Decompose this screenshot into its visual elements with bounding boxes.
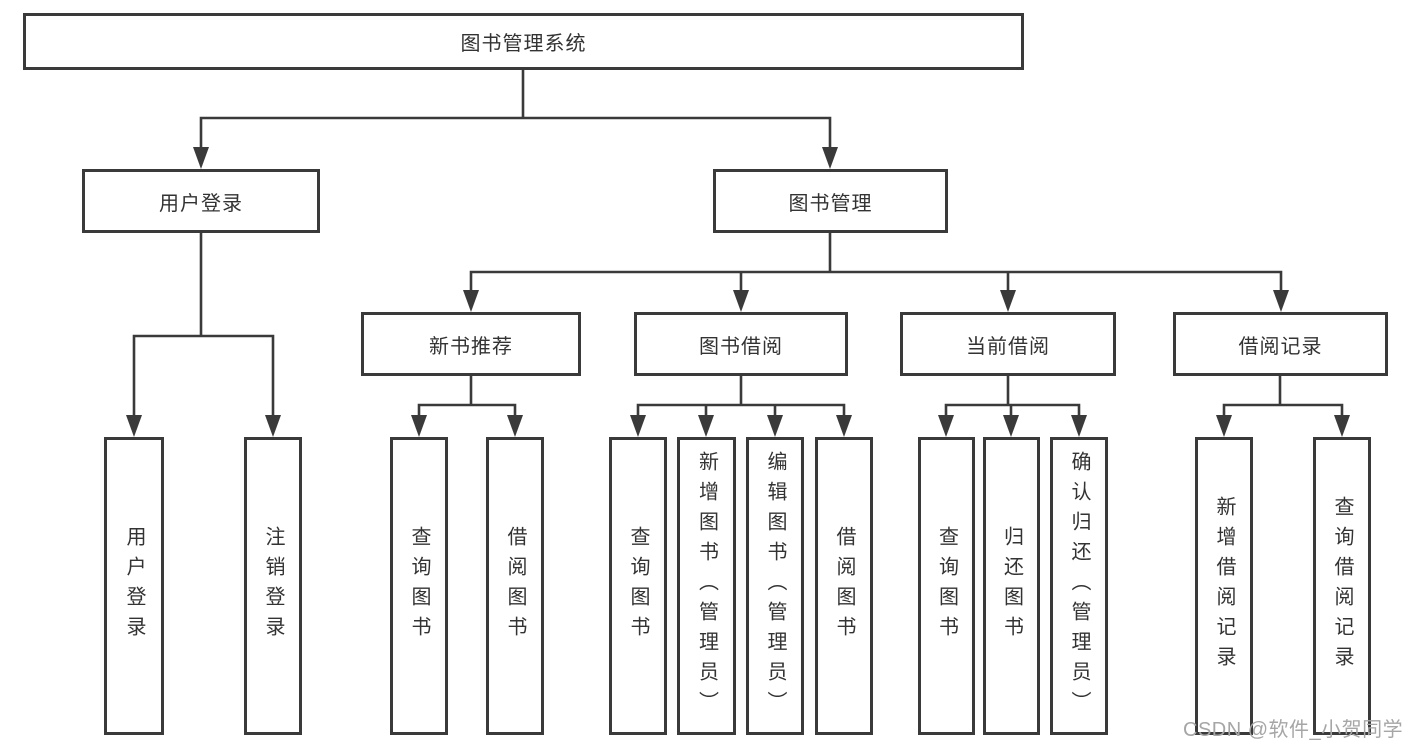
node-borrowing-records: 借阅记录 [1173,312,1388,376]
node-leaf-confirm-return-admin: 确认归还（管理员） [1050,437,1108,735]
node-label: 新增借阅记录 [1213,496,1235,676]
node-label: 查询借阅记录 [1331,496,1353,676]
node-leaf-user-login: 用户登录 [104,437,164,735]
arrowhead-icon [822,147,838,169]
connector-book-management [469,230,1283,295]
node-leaf-query-books-3: 查询图书 [918,437,975,735]
node-label: 当前借阅 [966,335,1050,358]
node-label: 查询图书 [408,526,430,646]
node-leaf-add-book-admin: 新增图书（管理员） [677,437,736,735]
node-label: 确认归还（管理员） [1068,451,1090,721]
csdn-watermark: CSDN @软件_小贺同学 [1183,719,1404,741]
arrowhead-icon [1071,415,1087,437]
node-label: 新书推荐 [429,335,513,358]
connector-current-borrowing [944,373,1081,420]
node-label: 注销登录 [262,526,284,646]
arrowhead-icon [1273,290,1289,312]
node-root-library-system: 图书管理系统 [23,13,1024,70]
node-label: 借阅图书 [504,526,526,646]
arrowhead-icon [698,415,714,437]
node-label: 借阅图书 [833,526,855,646]
arrowhead-icon [733,290,749,312]
node-label: 查询图书 [627,526,649,646]
arrowhead-icon [1000,290,1016,312]
node-book-borrowing: 图书借阅 [634,312,848,376]
node-leaf-add-borrow-record: 新增借阅记录 [1195,437,1253,735]
node-label: 图书管理系统 [460,33,587,55]
node-new-book-recommend: 新书推荐 [361,312,581,376]
node-current-borrowing: 当前借阅 [900,312,1116,376]
arrowhead-icon [1003,415,1019,437]
node-book-management: 图书管理 [713,169,948,233]
node-leaf-query-books-2: 查询图书 [609,437,667,735]
arrowheads [126,147,1350,437]
node-label: 图书借阅 [699,335,783,358]
node-leaf-return-book: 归还图书 [983,437,1040,735]
node-leaf-edit-book-admin: 编辑图书（管理员） [746,437,804,735]
node-label: 用户登录 [123,526,145,646]
node-leaf-query-borrow-record: 查询借阅记录 [1313,437,1371,735]
arrowhead-icon [1334,415,1350,437]
arrowhead-icon [836,415,852,437]
node-leaf-borrow-books-2: 借阅图书 [815,437,873,735]
connector-root [199,68,832,151]
arrowhead-icon [507,415,523,437]
node-label: 查询图书 [935,526,958,646]
node-label: 归还图书 [1000,526,1023,646]
node-label: 用户登录 [159,192,243,215]
arrowhead-icon [938,415,954,437]
arrowhead-icon [630,415,646,437]
node-leaf-borrow-books-1: 借阅图书 [486,437,544,735]
arrowhead-icon [411,415,427,437]
connector-new-book [417,373,517,420]
arrowhead-icon [126,415,142,437]
node-leaf-logout: 注销登录 [244,437,302,735]
arrowhead-icon [265,415,281,437]
connector-user-login [132,230,275,420]
node-label: 编辑图书（管理员） [764,451,786,721]
connector-book-borrowing [636,373,846,420]
arrowhead-icon [193,147,209,169]
node-label: 新增图书（管理员） [695,451,718,721]
arrowhead-icon [463,290,479,312]
arrowhead-icon [1216,415,1232,437]
node-label: 图书管理 [788,192,873,215]
node-user-login: 用户登录 [82,169,320,233]
arrowhead-icon [767,415,783,437]
node-leaf-query-books-1: 查询图书 [390,437,448,735]
node-label: 借阅记录 [1238,335,1323,358]
connector-borrowing-records [1222,373,1344,420]
